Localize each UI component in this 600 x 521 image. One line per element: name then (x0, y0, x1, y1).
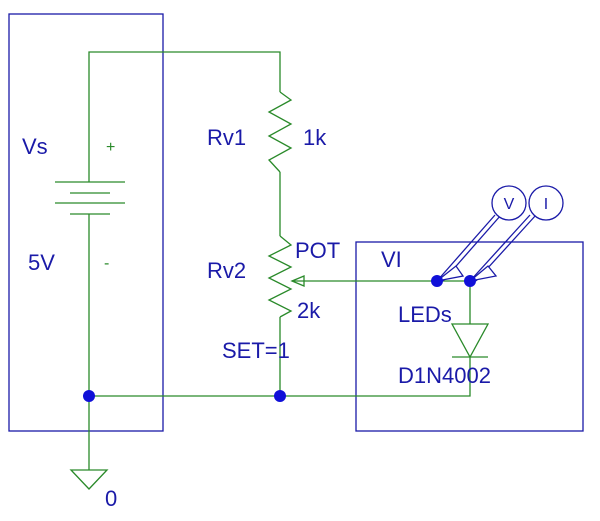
junction-node[interactable] (431, 275, 443, 287)
wires (88, 51, 471, 470)
wire-top[interactable] (88, 51, 281, 182)
junction-node[interactable] (83, 390, 95, 402)
resistor-rv1-symbol[interactable] (267, 91, 293, 173)
voltage-probe-label: V (504, 196, 515, 213)
junction-node[interactable] (464, 275, 476, 287)
rv2-value-label: 2k (297, 298, 321, 323)
ground-symbol (69, 469, 109, 490)
current-probe[interactable]: I (469, 185, 564, 282)
led-block-name-label: LEDs (398, 302, 452, 327)
rv1-name-label: Rv1 (207, 125, 246, 150)
diode-model-label: D1N4002 (398, 363, 491, 388)
source-minus-label: - (104, 255, 109, 272)
source-plus-label: + (106, 139, 115, 156)
rv2-param-label: SET=1 (222, 338, 290, 363)
diode-symbol[interactable] (450, 323, 490, 359)
current-probe-label: I (544, 196, 548, 213)
battery-symbol (55, 181, 125, 215)
led-pin-label: VI (381, 247, 402, 272)
pot-wiper-arrow (290, 275, 305, 287)
ground-label: 0 (105, 486, 117, 511)
source-name-label: Vs (22, 134, 48, 159)
source-value-label: 5V (28, 250, 55, 275)
led-block-outline[interactable] (355, 241, 584, 432)
wire-ground-rail[interactable] (89, 357, 471, 397)
rv2-name-label: Rv2 (207, 258, 246, 283)
rv1-value-label: 1k (303, 125, 327, 150)
source-block-outline[interactable] (8, 13, 164, 432)
junction-node[interactable] (274, 390, 286, 402)
rv2-pin-label: POT (295, 238, 340, 263)
resistor-rv2-symbol[interactable] (267, 235, 293, 318)
voltage-probe[interactable]: V (436, 185, 527, 282)
